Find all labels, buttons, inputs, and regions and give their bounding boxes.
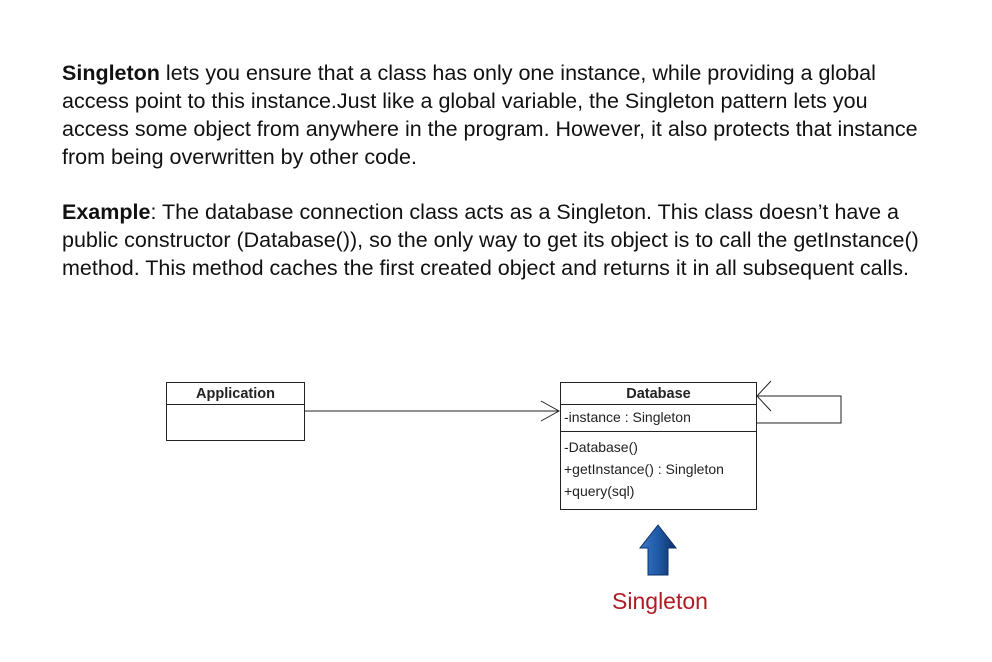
database-attributes: -instance : Singleton [561,405,756,432]
database-operation: +getInstance() : Singleton [564,461,724,477]
intro-text: lets you ensure that a class has only on… [62,61,918,169]
database-class: Database -instance : Singleton -Database… [560,382,757,510]
application-class-name: Application [167,383,304,405]
intro-term: Singleton [62,61,160,85]
database-attribute: -instance : Singleton [564,409,691,425]
association-arrowhead [540,400,561,422]
database-operation: +query(sql) [564,483,635,499]
up-arrow-icon [638,524,678,576]
self-association-line [757,395,842,424]
example-text: : The database connection class acts as … [62,200,919,280]
application-class: Application [166,382,305,441]
database-class-name: Database [561,383,756,405]
singleton-label: Singleton [612,588,708,614]
example-paragraph: Example: The database connection class a… [62,198,937,282]
example-term: Example [62,200,151,224]
self-association-arrowhead [756,380,772,412]
database-operation: -Database() [564,439,638,455]
intro-paragraph: Singleton lets you ensure that a class h… [62,59,937,171]
database-operations: -Database() +getInstance() : Singleton +… [561,432,756,505]
